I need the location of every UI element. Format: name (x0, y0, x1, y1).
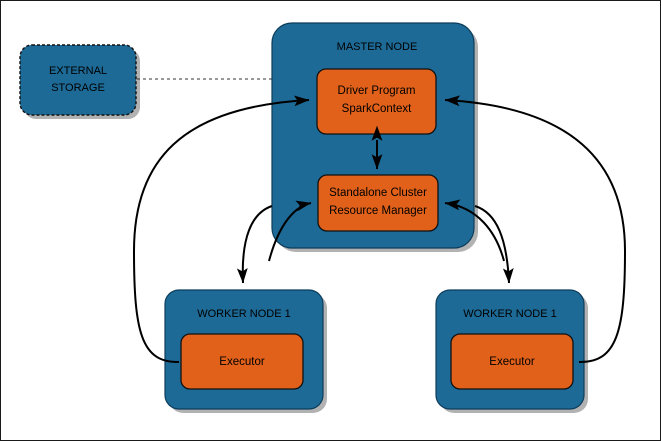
left-executor-box[interactable] (180, 333, 304, 390)
external-storage-label-line2: STORAGE (51, 82, 105, 94)
external-storage-box[interactable] (19, 44, 137, 116)
right-executor-box[interactable] (450, 333, 574, 390)
driver-program-box[interactable] (316, 68, 437, 135)
cluster-manager-label-line1: Standalone Cluster (329, 187, 427, 199)
manager-to-left-worker-arrow (236, 205, 273, 284)
external-storage-node[interactable]: EXTERNAL STORAGE (19, 44, 137, 116)
external-storage-label-line1: EXTERNAL (49, 65, 107, 77)
master-node[interactable]: MASTER NODE Driver Program SparkContext … (271, 22, 475, 249)
right-worker-to-manager-arrow (444, 199, 505, 262)
right-worker-node[interactable]: WORKER NODE 1 Executor (435, 289, 585, 410)
manager-to-right-worker-arrow (474, 205, 514, 284)
right-executor-node[interactable]: Executor (450, 333, 574, 390)
driver-program-label-line1: Driver Program (338, 85, 416, 97)
master-node-label: MASTER NODE (337, 41, 418, 53)
left-worker-node-label: WORKER NODE 1 (197, 308, 291, 320)
driver-program-node[interactable]: Driver Program SparkContext (316, 68, 437, 135)
cluster-manager-label-line2: Resource Manager (329, 205, 427, 217)
cluster-manager-node[interactable]: Standalone Cluster Resource Manager (317, 174, 439, 232)
right-executor-to-driver-arrow (444, 95, 627, 364)
driver-program-label-line2: SparkContext (342, 103, 412, 115)
left-executor-label: Executor (219, 356, 265, 368)
cluster-manager-box[interactable] (317, 174, 439, 232)
left-executor-to-driver-arrow (132, 95, 310, 364)
right-executor-label: Executor (489, 356, 535, 368)
left-worker-node[interactable]: WORKER NODE 1 Executor (164, 289, 324, 410)
right-worker-node-label: WORKER NODE 1 (463, 308, 557, 320)
left-executor-node[interactable]: Executor (180, 333, 304, 390)
left-worker-to-manager-arrow (268, 200, 312, 262)
